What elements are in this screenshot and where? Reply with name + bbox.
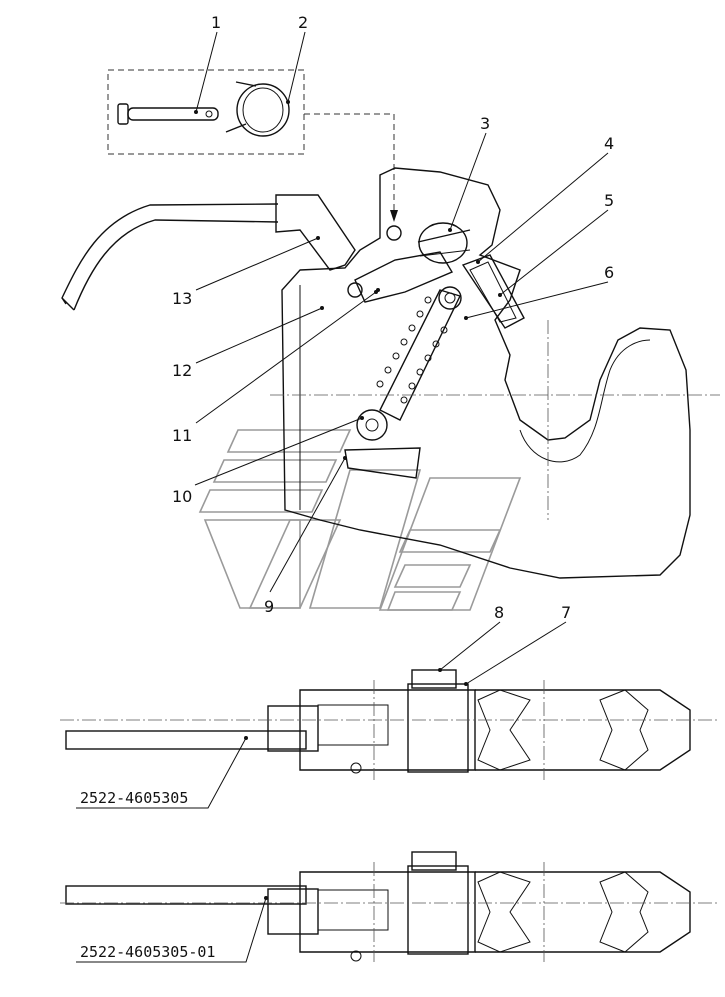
callout-3: 3 xyxy=(480,114,490,133)
plan-view-variant-b xyxy=(60,851,720,962)
part-number-variant-b: 2522-4605305-01 xyxy=(80,943,215,961)
callout-5: 5 xyxy=(604,191,614,210)
callout-2: 2 xyxy=(298,13,308,32)
callout-1: 1 xyxy=(211,13,221,32)
callout-6: 6 xyxy=(604,263,614,282)
spring-part xyxy=(225,81,290,137)
hook-side-view xyxy=(61,167,720,579)
pin-part xyxy=(117,103,219,125)
spring-coils xyxy=(376,296,448,404)
callout-12: 12 xyxy=(172,361,192,380)
detail-inset-pin-spring xyxy=(107,69,398,222)
callout-7: 7 xyxy=(561,603,571,622)
callout-4: 4 xyxy=(604,134,614,153)
callout-8: 8 xyxy=(494,603,504,622)
callout-9: 9 xyxy=(264,597,274,616)
callout-11: 11 xyxy=(172,426,192,445)
watermark-logo xyxy=(198,429,522,611)
part-number-variant-a: 2522-4605305 xyxy=(80,789,188,807)
leader-lines xyxy=(76,31,609,963)
callout-10: 10 xyxy=(172,487,192,506)
callout-13: 13 xyxy=(172,289,192,308)
callout-labels: 1 2 3 4 5 6 7 8 9 10 11 12 13 xyxy=(172,13,614,622)
plan-view-variant-a xyxy=(60,669,720,780)
leader-dots xyxy=(194,100,502,900)
